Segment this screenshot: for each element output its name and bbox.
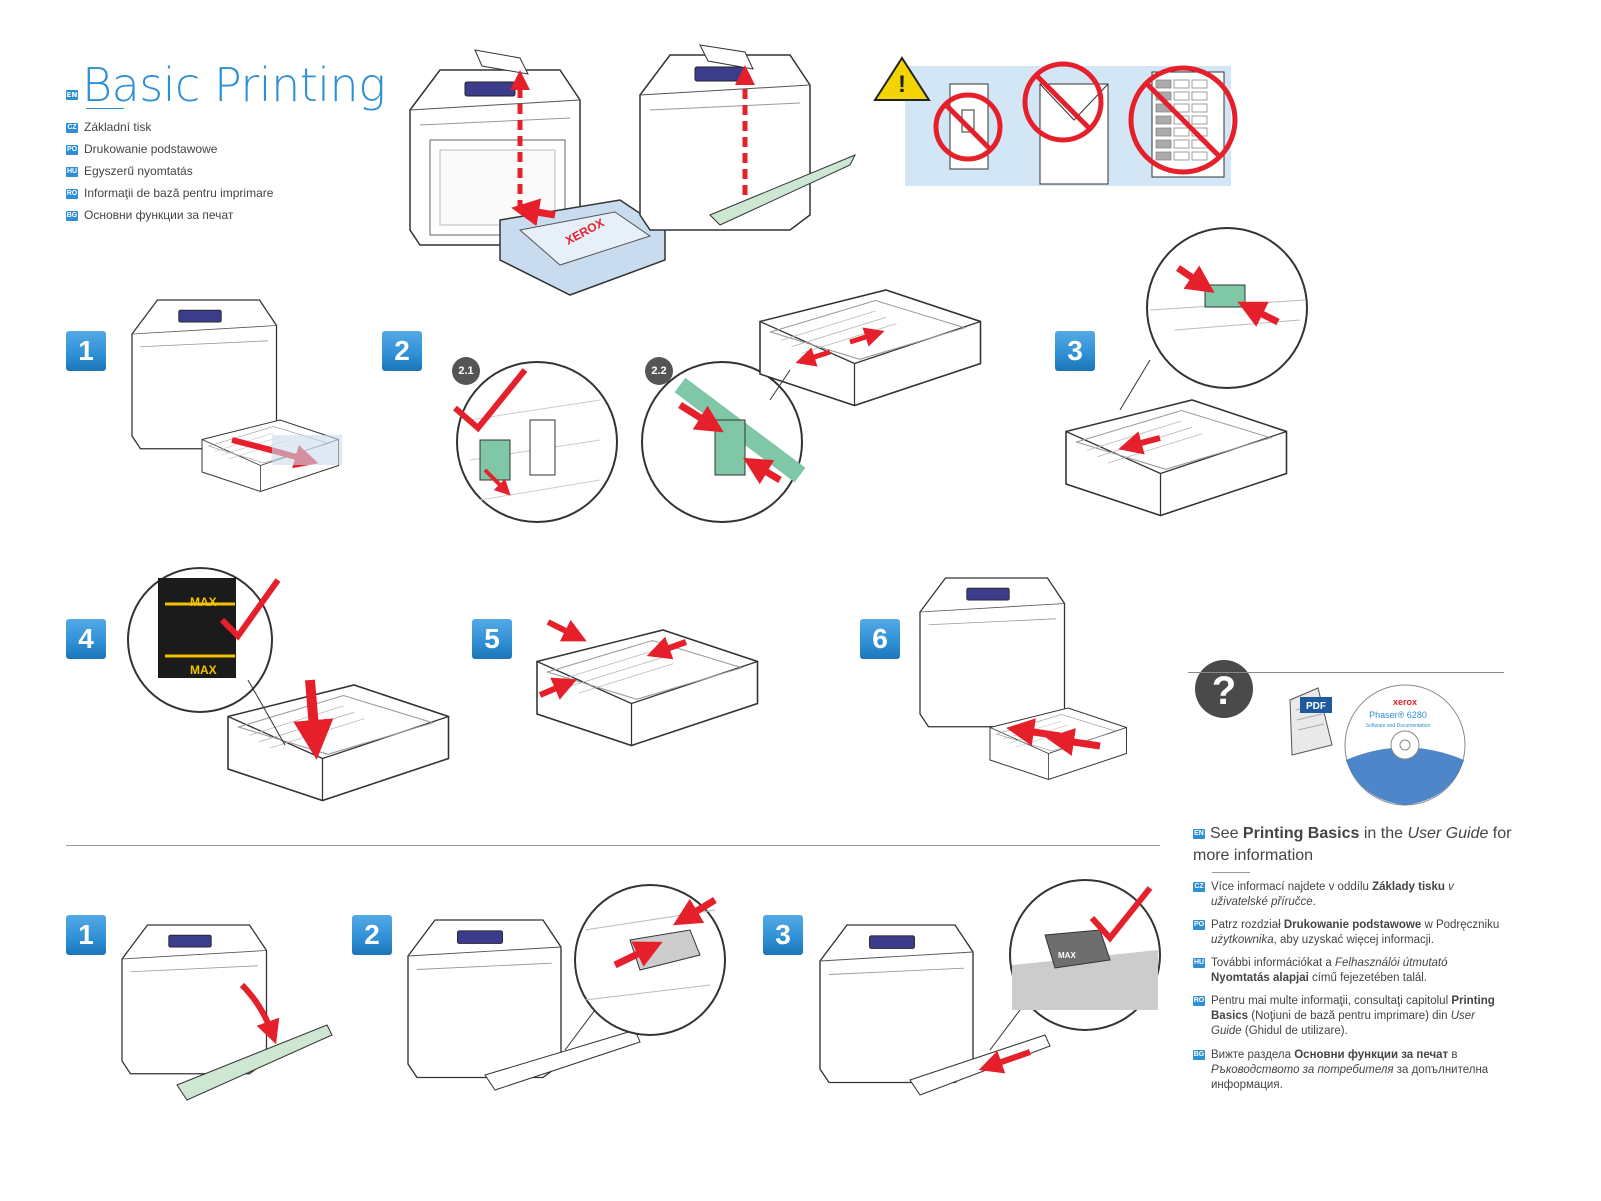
help-divider: [1188, 672, 1504, 673]
cd-logo: xerox: [1393, 697, 1417, 707]
bypass-step-2-illustration: [407, 884, 726, 1091]
checkmark-icon: [453, 368, 528, 433]
tray-step-4-illustration: MAX MAX: [127, 567, 450, 802]
tray-step-5-illustration: [536, 619, 759, 747]
bypass-step-badge-2: 2: [352, 915, 392, 955]
bypass-step-1-illustration: [121, 924, 333, 1101]
tray-step-3-illustration: [1065, 227, 1308, 517]
tray-step-badge-2: 2: [382, 331, 422, 371]
bypass-step-3-illustration: MAX: [819, 879, 1161, 1096]
top-printer-bypass: [639, 44, 857, 231]
cd-subtitle: Software and Documentation: [1366, 723, 1431, 729]
bypass-max-text: MAX: [1058, 951, 1076, 960]
bypass-step-badge-1: 1: [66, 915, 106, 955]
help-question-icon: ?: [1195, 660, 1253, 718]
tray-step-badge-3: 3: [1055, 331, 1095, 371]
help-en-underline: [1212, 872, 1250, 873]
title-underline: [86, 108, 124, 109]
tray-step-badge-1: 1: [66, 331, 106, 371]
pdf-label: PDF: [1306, 701, 1326, 712]
help-text-po: PO Patrz rozdział Drukowanie podstawowe …: [1193, 919, 1500, 946]
no-sign-icon: [933, 92, 1003, 162]
pdf-document-icon: PDF: [1289, 687, 1333, 756]
tray-step-6-illustration: [919, 577, 1127, 780]
cd-disc-icon: xerox Phaser® 6280 Software and Document…: [1344, 684, 1466, 806]
svg-text:?: ?: [1212, 669, 1236, 713]
svg-text:!: !: [898, 71, 906, 98]
section-divider: [66, 845, 1160, 846]
media-warning-panel: !: [873, 56, 1238, 186]
substep-badge-2-2: 2.2: [645, 357, 673, 385]
top-tray-pulled: XEROX: [499, 198, 666, 296]
page-title-text: Basic Printing: [82, 58, 386, 112]
help-text-bg: BG Вижте раздела Основни функции за печа…: [1193, 1049, 1489, 1091]
no-sign-icon: [1128, 65, 1238, 175]
max-text-lower: MAX: [190, 663, 217, 677]
max-fill-label: [158, 578, 236, 678]
checkmark-icon: [219, 578, 281, 641]
help-text-hu: HU További információkat a Felhasználói …: [1193, 957, 1448, 984]
lang-tag-en: EN: [66, 90, 78, 100]
checkmark-icon: [1089, 886, 1153, 943]
tray-step-badge-5: 5: [472, 619, 512, 659]
page-title: EN Basic Printing: [66, 58, 386, 112]
help-text-cz: CZ Více informací najdete v oddílu Zákla…: [1193, 881, 1454, 908]
no-sign-icon: [1022, 61, 1104, 143]
tray-step-2-illustration: [453, 289, 982, 523]
tray-step-badge-6: 6: [860, 619, 900, 659]
tray-step-1-illustration: [131, 299, 342, 492]
tray-step-badge-4: 4: [66, 619, 106, 659]
cd-product: Phaser® 6280: [1369, 710, 1427, 720]
bypass-step-badge-3: 3: [763, 915, 803, 955]
substep-badge-2-1: 2.1: [452, 357, 480, 385]
help-text-ro: RO Pentru mai multe informaţii, consulta…: [1193, 995, 1495, 1037]
warning-icon: !: [873, 56, 931, 101]
max-text-upper: MAX: [190, 595, 217, 609]
